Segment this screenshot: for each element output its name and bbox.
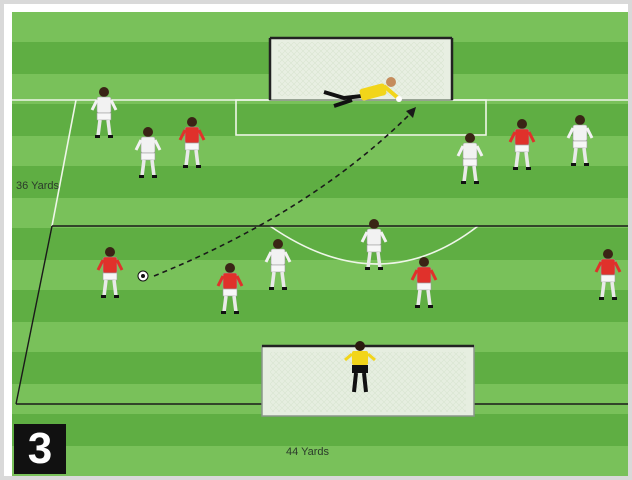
- goalkeeper-diving: [323, 77, 402, 108]
- arrow-head: [406, 107, 416, 118]
- red-player: [178, 117, 206, 168]
- white-player: [360, 219, 388, 270]
- step-number-badge: 3: [14, 424, 66, 474]
- left-touchline-upper: [51, 99, 77, 227]
- grass-stripe: [12, 136, 628, 166]
- red-player: [410, 257, 438, 308]
- white-player: [90, 87, 118, 138]
- goalkeeper-standing: [344, 341, 376, 393]
- grass-stripe: [12, 446, 628, 476]
- grass-stripe: [12, 198, 628, 228]
- red-player: [594, 249, 622, 300]
- top-goal: [268, 36, 454, 101]
- white-player: [456, 133, 484, 184]
- field-left-line: [15, 225, 53, 405]
- red-player-shooter: [96, 247, 124, 298]
- players: [90, 87, 622, 314]
- white-player: [566, 115, 594, 166]
- white-player: [134, 127, 162, 178]
- length-label: 36 Yards: [16, 180, 60, 192]
- shot-trajectory: [153, 107, 416, 277]
- width-label: 44 Yards: [286, 446, 330, 458]
- white-player: [264, 239, 292, 290]
- red-player: [216, 263, 244, 314]
- center-arc: [269, 225, 479, 265]
- soccer-pitch: [12, 12, 628, 476]
- soccer-ball-icon: [137, 270, 149, 282]
- red-player: [508, 119, 536, 170]
